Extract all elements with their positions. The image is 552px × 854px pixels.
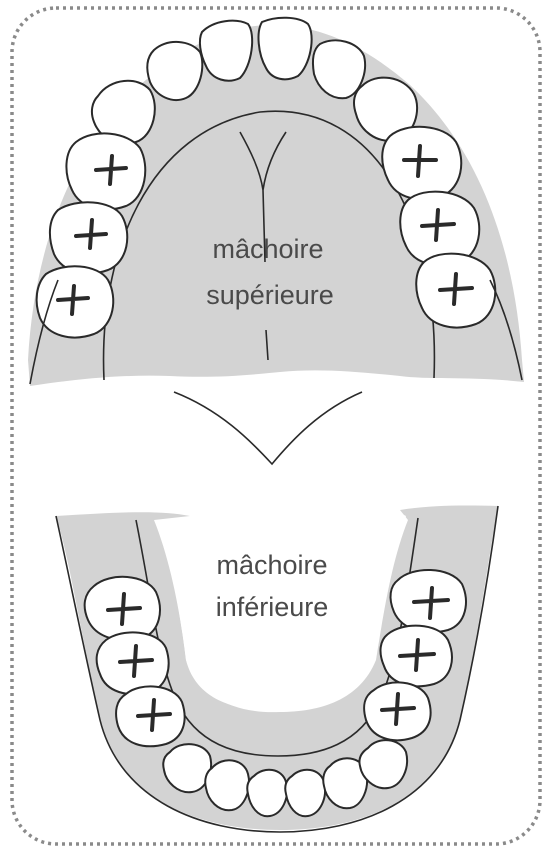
upper-jaw-label-line2: supérieure xyxy=(206,280,334,310)
mouth-curve xyxy=(174,392,362,464)
upper-jaw-label-line1: mâchoire xyxy=(212,234,323,264)
upper-left-molar xyxy=(37,266,114,337)
upper-right-molar xyxy=(382,127,461,200)
upper-tooth xyxy=(259,18,312,80)
lower-tooth xyxy=(285,770,325,816)
lower-jaw-label-line1: mâchoire xyxy=(216,550,327,580)
upper-tooth xyxy=(147,42,202,100)
upper-left-molar xyxy=(66,133,145,209)
lower-jaw: mâchoire inférieure xyxy=(56,505,498,832)
upper-left-molar xyxy=(50,202,127,273)
lower-jaw-label-line2: inférieure xyxy=(216,592,329,622)
lower-left-molar xyxy=(97,632,169,694)
lower-tooth xyxy=(205,760,249,810)
lower-tooth xyxy=(247,770,287,816)
upper-jaw: mâchoire supérieure xyxy=(28,18,524,386)
